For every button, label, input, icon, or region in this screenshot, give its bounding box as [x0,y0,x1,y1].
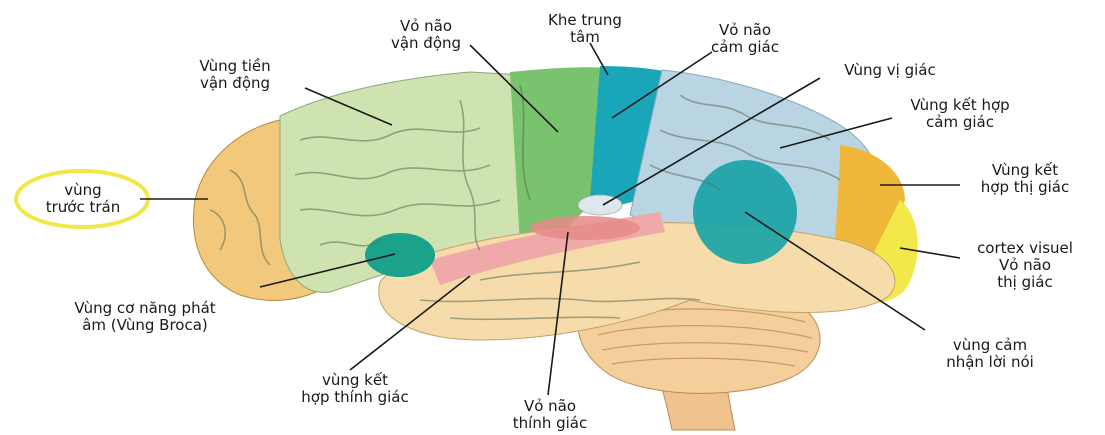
label-line: Vỏ não [356,18,496,35]
label-line: cảm giác [680,39,810,56]
label-vung-vi-giac: Vùng vị giác [815,62,965,79]
label-vo-nao-thinh-giac: Vỏ não thính giác [475,398,625,432]
label-line: hợp thị giác [960,179,1090,196]
label-line: vùng cảm [915,337,1065,354]
label-line: vận động [356,35,496,52]
region-auditory-core [530,216,640,240]
label-line: Vùng kết hợp [880,97,1040,114]
label-line: tâm [520,29,650,46]
label-line: Khe trung [520,12,650,29]
label-line: Vỏ não [955,257,1095,274]
label-line: vận động [165,75,305,92]
label-vung-broca: Vùng cơ năng phát âm (Vùng Broca) [35,300,255,334]
label-vung-cam-nhan-loi-noi: vùng cảm nhận lời nói [915,337,1065,371]
label-line: vùng kết [270,372,440,389]
label-vung-ket-hop-cam-giac: Vùng kết hợp cảm giác [880,97,1040,131]
label-line: thính giác [475,415,625,432]
label-vung-ket-hop-thinh-giac: vùng kết hợp thính giác [270,372,440,406]
label-line: Vùng cơ năng phát [35,300,255,317]
region-broca [365,233,435,277]
label-line: hợp thính giác [270,389,440,406]
label-vung-tien-van-dong: Vùng tiền vận động [165,58,305,92]
label-line: thị giác [955,274,1095,291]
label-vo-nao-cam-giac: Vỏ não cảm giác [680,22,810,56]
label-vo-nao-van-dong: Vỏ não vận động [356,18,496,52]
label-line: Vỏ não [680,22,810,39]
label-line: âm (Vùng Broca) [35,317,255,334]
label-vung-truoc-tran: vùng trước trán [18,182,148,216]
label-line: Vỏ não [475,398,625,415]
label-line: cortex visuel [955,240,1095,257]
label-vung-ket-hop-thi-giac: Vùng kết hợp thị giác [960,162,1090,196]
label-line: nhận lời nói [915,354,1065,371]
label-line: cảm giác [880,114,1040,131]
label-line: Vùng kết [960,162,1090,179]
label-cortex-visuel: cortex visuel Vỏ não thị giác [955,240,1095,291]
label-line: trước trán [18,199,148,216]
label-line: Vùng vị giác [815,62,965,79]
label-khe-trung-tam: Khe trung tâm [520,12,650,46]
label-line: vùng [18,182,148,199]
label-line: Vùng tiền [165,58,305,75]
